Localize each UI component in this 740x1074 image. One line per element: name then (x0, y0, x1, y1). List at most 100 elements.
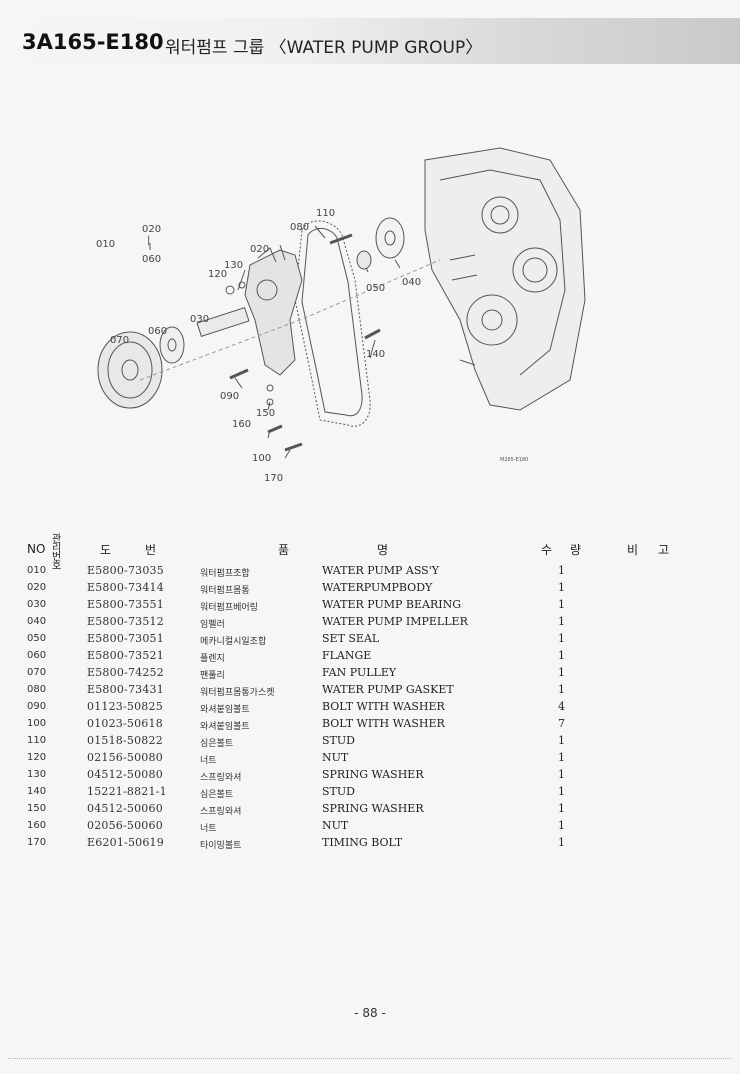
row-english-name: TIMING BOLT (322, 836, 403, 849)
row-quantity: 1 (558, 836, 565, 849)
row-quantity: 1 (558, 666, 565, 679)
row-no: 110 (27, 735, 47, 746)
header-name-a: 품 (278, 543, 290, 557)
callout-060b: 060 (148, 326, 168, 337)
page-number: - 88 - (354, 1006, 386, 1020)
row-korean-name: 스프링와셔 (200, 773, 242, 783)
row-no: 080 (27, 684, 47, 695)
callout-060: 060 (142, 254, 162, 265)
callout-030: 030 (190, 314, 210, 325)
row-korean-name: 팬풀리 (200, 671, 225, 681)
row-english-name: SPRING WASHER (322, 768, 424, 781)
callout-120: 120 (208, 269, 228, 280)
table-row: 110 01518-50822 심은볼트 STUD 1 (0, 733, 740, 750)
row-quantity: 7 (558, 717, 565, 730)
row-no: 130 (27, 769, 47, 780)
row-quantity: 4 (558, 700, 565, 713)
row-english-name: NUT (322, 751, 349, 764)
table-row: 070 E5800-74252 팬풀리 FAN PULLEY 1 (0, 665, 740, 682)
table-row: 010 E5800-73035 워터펌프조합 WATER PUMP ASS'Y … (0, 563, 740, 580)
row-korean-name: 임펠러 (200, 620, 225, 630)
callout-130: 130 (224, 260, 244, 271)
row-korean-name: 워터펌프몸통 (200, 586, 250, 596)
row-quantity: 1 (558, 581, 565, 594)
header-part-a: 도 (100, 543, 112, 557)
table-row: 160 02056-50060 너트 NUT 1 (0, 818, 740, 835)
row-korean-name: 와셔붙임볼트 (200, 705, 250, 715)
row-korean-name: 워터펌프베어링 (200, 603, 258, 613)
scan-footer-line (8, 1058, 732, 1065)
row-english-name: NUT (322, 819, 349, 832)
callout-040: 040 (402, 277, 422, 288)
row-no: 140 (27, 786, 47, 797)
row-english-name: WATER PUMP IMPELLER (322, 615, 468, 628)
table-header: NO 관리 번호 도 번 품 명 수 량 비 고 (0, 535, 740, 572)
row-korean-name: 플렌지 (200, 654, 225, 664)
row-no: 150 (27, 803, 47, 814)
row-quantity: 1 (558, 615, 565, 628)
header-remark-a: 비 (627, 543, 639, 557)
row-english-name: STUD (322, 785, 355, 798)
row-korean-name: 워터펌프몸통가스켓 (200, 688, 275, 698)
row-korean-name: 타이밍볼트 (200, 841, 242, 851)
table-row: 130 04512-50080 스프링와셔 SPRING WASHER 1 (0, 767, 740, 784)
header-remark-b: 고 (658, 543, 670, 557)
callout-150: 150 (256, 408, 276, 419)
row-part-number: 04512-50080 (87, 768, 163, 781)
row-english-name: SET SEAL (322, 632, 380, 645)
row-no: 170 (27, 837, 47, 848)
row-quantity: 1 (558, 632, 565, 645)
table-row: 050 E5800-73051 메카니컬시일조합 SET SEAL 1 (0, 631, 740, 648)
row-english-name: WATER PUMP GASKET (322, 683, 454, 696)
header-ref: 관리 번호 (52, 534, 62, 572)
row-quantity: 1 (558, 734, 565, 747)
row-korean-name: 심은볼트 (200, 739, 234, 749)
table-row: 120 02156-50080 너트 NUT 1 (0, 750, 740, 767)
row-part-number: E5800-73551 (87, 598, 164, 611)
row-english-name: WATER PUMP BEARING (322, 598, 461, 611)
row-quantity: 1 (558, 819, 565, 832)
row-no: 060 (27, 650, 47, 661)
header-part-b: 번 (145, 543, 157, 557)
callout-020: 020 (142, 224, 162, 235)
table-row: 040 E5800-73512 임펠러 WATER PUMP IMPELLER … (0, 614, 740, 631)
row-part-number: 01123-50825 (87, 700, 163, 713)
callout-170: 170 (264, 473, 284, 484)
row-quantity: 1 (558, 751, 565, 764)
callout-divider-mark: | (147, 235, 151, 246)
row-part-number: 15221-8821-1 (87, 785, 167, 798)
row-no: 020 (27, 582, 47, 593)
table-row: 080 E5800-73431 워터펌프몸통가스켓 WATER PUMP GAS… (0, 682, 740, 699)
group-code: 3A165-E180 (22, 30, 164, 54)
row-quantity: 1 (558, 564, 565, 577)
row-part-number: E5800-73512 (87, 615, 164, 628)
row-quantity: 1 (558, 785, 565, 798)
callout-100: 100 (252, 453, 272, 464)
row-part-number: E5800-73051 (87, 632, 164, 645)
table-row: 090 01123-50825 와셔붙임볼트 BOLT WITH WASHER … (0, 699, 740, 716)
row-part-number: E5800-73035 (87, 564, 164, 577)
table-row: 170 E6201-50619 타이밍볼트 TIMING BOLT 1 (0, 835, 740, 852)
drawing-code: M265-E180 (500, 457, 529, 463)
row-no: 100 (27, 718, 47, 729)
table-row: 150 04512-50060 스프링와셔 SPRING WASHER 1 (0, 801, 740, 818)
callout-050: 050 (366, 283, 386, 294)
callout-160: 160 (232, 419, 252, 430)
row-part-number: 01518-50822 (87, 734, 163, 747)
table-row: 030 E5800-73551 워터펌프베어링 WATER PUMP BEARI… (0, 597, 740, 614)
header-qty-a: 수 (541, 543, 553, 557)
table-row: 020 E5800-73414 워터펌프몸통 WATERPUMPBODY 1 (0, 580, 740, 597)
row-part-number: E6201-50619 (87, 836, 164, 849)
exploded-diagram: 010 020 | 060 020 080 110 120 130 030 07… (80, 120, 640, 500)
row-part-number: E5800-73521 (87, 649, 164, 662)
callout-110: 110 (316, 208, 336, 219)
row-korean-name: 스프링와셔 (200, 807, 242, 817)
row-no: 040 (27, 616, 47, 627)
row-part-number: 04512-50060 (87, 802, 163, 815)
row-no: 010 (27, 565, 47, 576)
row-part-number: 02056-50060 (87, 819, 163, 832)
row-quantity: 1 (558, 768, 565, 781)
row-part-number: E5800-73414 (87, 581, 164, 594)
row-no: 090 (27, 701, 47, 712)
